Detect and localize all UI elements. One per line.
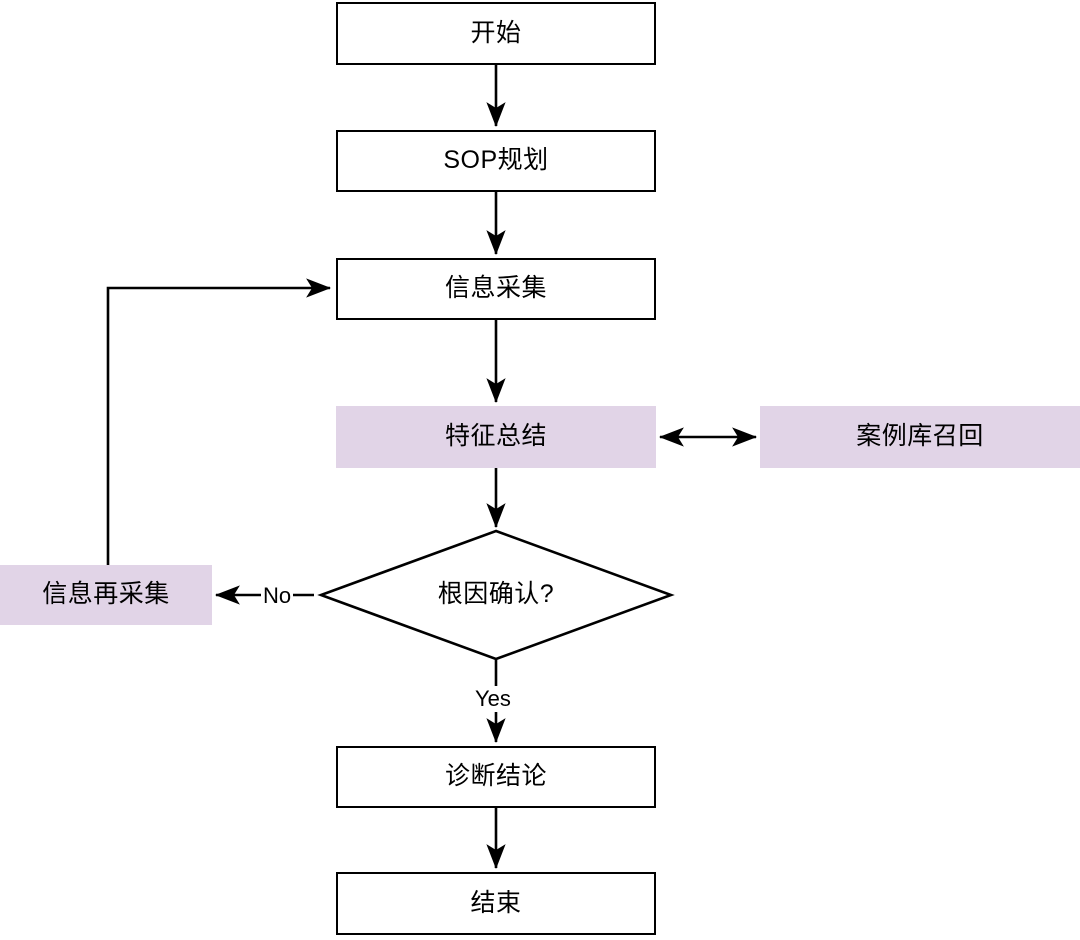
node-feature-summary[interactable]: 特征总结 bbox=[336, 406, 656, 468]
edge-label-no: No bbox=[261, 583, 294, 609]
node-sop-planning[interactable]: SOP规划 bbox=[336, 130, 656, 192]
node-information-recollection[interactable]: 信息再采集 bbox=[0, 565, 212, 625]
decision-diamond-shape bbox=[317, 529, 675, 661]
node-start-label: 开始 bbox=[470, 18, 522, 47]
edge-label-yes: Yes bbox=[473, 686, 513, 712]
node-case-library-recall-label: 案例库召回 bbox=[856, 422, 984, 451]
node-information-collection[interactable]: 信息采集 bbox=[336, 258, 656, 320]
node-root-cause-decision[interactable]: 根因确认? bbox=[321, 531, 671, 659]
edge-recollect-to-collect bbox=[106, 278, 332, 565]
node-information-recollection-label: 信息再采集 bbox=[42, 580, 170, 609]
node-case-library-recall[interactable]: 案例库召回 bbox=[760, 406, 1080, 468]
node-end-label: 结束 bbox=[470, 888, 522, 917]
node-root-cause-decision-label: 根因确认? bbox=[437, 580, 555, 609]
node-feature-summary-label: 特征总结 bbox=[444, 422, 547, 451]
node-information-collection-label: 信息采集 bbox=[444, 274, 547, 303]
node-diagnosis-conclusion-label: 诊断结论 bbox=[444, 762, 547, 791]
node-end[interactable]: 结束 bbox=[336, 872, 656, 935]
node-sop-planning-label: SOP规划 bbox=[443, 146, 549, 175]
node-diagnosis-conclusion[interactable]: 诊断结论 bbox=[336, 746, 656, 808]
node-start[interactable]: 开始 bbox=[336, 2, 656, 65]
